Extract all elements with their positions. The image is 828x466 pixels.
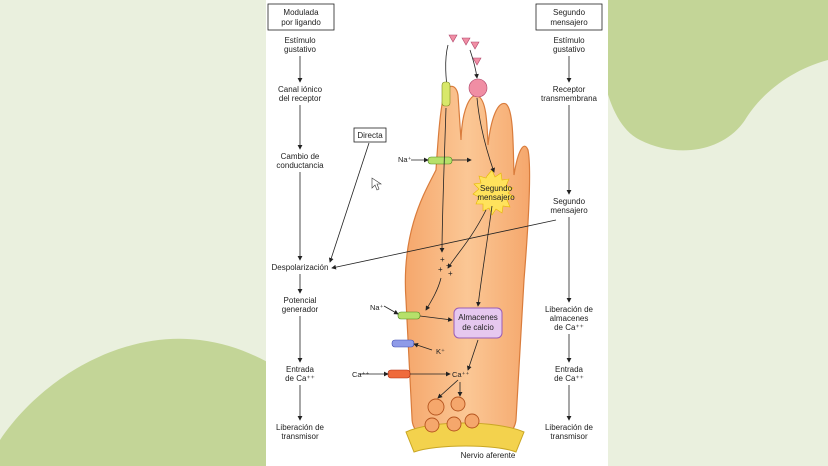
left-step-3b: conductancia — [276, 161, 324, 170]
second-messenger-burst: Segundo mensajero — [472, 169, 515, 216]
ion-channel-receptor — [441, 81, 451, 107]
afferent-nerve — [405, 422, 525, 453]
right-pathway: Segundo mensajero Estímulo gustativo Rec… — [331, 3, 603, 441]
ion-na-top: Na⁺ — [398, 155, 412, 164]
right-step-1a: Estímulo — [553, 36, 585, 45]
ion-ca-left: Ca⁺⁺ — [352, 370, 370, 379]
left-pathway: Modulada por ligando Estímulo gustativo … — [267, 3, 335, 441]
directa-box — [353, 127, 387, 143]
svg-text:+: + — [448, 269, 453, 278]
diagram-slide: Nervio aferente Segundo mensajero Almace… — [266, 0, 608, 466]
left-step-1b: gustativo — [284, 45, 317, 54]
right-step-4b: almacenes — [550, 314, 589, 323]
ion-ca-right: Ca⁺⁺ — [452, 370, 470, 379]
stimulus-molecules — [448, 34, 488, 98]
right-step-2b: transmembrana — [541, 94, 598, 103]
right-step-6a: Liberación de — [545, 423, 594, 432]
calcium-store-label-1: Almacenes — [458, 313, 498, 322]
left-header-2: por ligando — [281, 18, 321, 27]
calcium-store-label-2: de calcio — [462, 323, 494, 332]
right-step-3b: mensajero — [550, 206, 588, 215]
taste-transduction-diagram: Nervio aferente Segundo mensajero Almace… — [267, 3, 603, 460]
left-step-5a: Potencial — [284, 296, 317, 305]
ion-na-mid: Na⁺ — [370, 303, 384, 312]
nervio-label: Nervio aferente — [461, 451, 516, 460]
right-step-3a: Segundo — [553, 197, 586, 206]
left-step-4: Despolarización — [272, 263, 329, 272]
svg-text:+: + — [440, 255, 445, 264]
left-step-1a: Estímulo — [284, 36, 316, 45]
ion-k: K⁺ — [436, 347, 445, 356]
right-step-4a: Liberación de — [545, 305, 594, 314]
left-step-7a: Liberación de — [276, 423, 325, 432]
left-step-5b: generador — [282, 305, 319, 314]
left-step-3a: Cambio de — [281, 152, 320, 161]
right-step-5a: Entrada — [555, 365, 584, 374]
na-channel-top — [427, 156, 453, 165]
left-step-2a: Canal iónico — [278, 85, 323, 94]
left-step-7b: transmisor — [281, 432, 319, 441]
vesicles — [424, 396, 480, 433]
left-step-6a: Entrada — [286, 365, 315, 374]
right-step-6b: transmisor — [550, 432, 588, 441]
right-step-2a: Receptor — [553, 85, 586, 94]
left-step-2b: del receptor — [279, 94, 322, 103]
right-header-2: mensajero — [550, 18, 588, 27]
svg-text:+: + — [438, 265, 443, 274]
taste-cell — [404, 85, 531, 441]
ca-channel — [387, 369, 411, 379]
cursor-icon — [371, 177, 382, 191]
k-channel — [391, 339, 415, 348]
second-messenger-label-1: Segundo — [480, 184, 513, 193]
directa-label: Directa — [357, 131, 383, 140]
left-step-6b: de Ca⁺⁺ — [285, 374, 315, 383]
left-header-box — [267, 3, 335, 31]
right-step-5b: de Ca⁺⁺ — [554, 374, 584, 383]
left-header-1: Modulada — [283, 8, 319, 17]
right-header-1: Segundo — [553, 8, 586, 17]
right-step-4c: de Ca⁺⁺ — [554, 323, 584, 332]
second-messenger-label-2: mensajero — [477, 193, 515, 202]
right-header-box — [535, 3, 603, 31]
right-step-1b: gustativo — [553, 45, 586, 54]
calcium-store: Almacenes de calcio — [453, 307, 503, 339]
na-channel-mid — [397, 311, 421, 320]
